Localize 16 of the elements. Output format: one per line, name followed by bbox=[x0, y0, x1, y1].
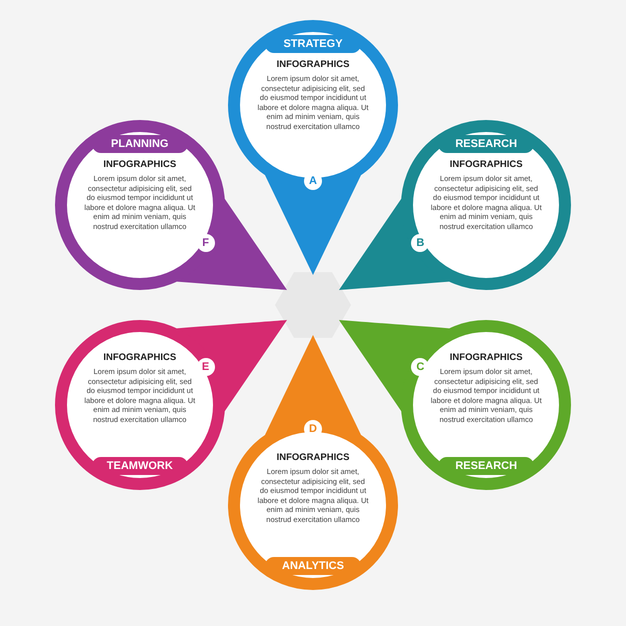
title-tab: STRATEGY bbox=[265, 35, 361, 53]
letter-badge: E bbox=[196, 358, 215, 376]
letter-badge: C bbox=[411, 358, 430, 376]
heading: INFOGRAPHICS bbox=[276, 452, 350, 463]
title-tab: RESEARCH bbox=[438, 457, 534, 475]
title-tab: RESEARCH bbox=[438, 135, 534, 153]
title-tab: ANALYTICS bbox=[265, 557, 361, 575]
heading: INFOGRAPHICS bbox=[102, 159, 178, 170]
letter-badge: F bbox=[196, 234, 215, 252]
letter-badge: B bbox=[411, 234, 430, 252]
heading: INFOGRAPHICS bbox=[448, 352, 524, 363]
heading: INFOGRAPHICS bbox=[102, 352, 178, 363]
title-tab: TEAMWORK bbox=[92, 457, 188, 475]
heading: INFOGRAPHICS bbox=[448, 159, 524, 170]
title-tab: PLANNING bbox=[92, 135, 188, 153]
heading: INFOGRAPHICS bbox=[276, 59, 350, 70]
